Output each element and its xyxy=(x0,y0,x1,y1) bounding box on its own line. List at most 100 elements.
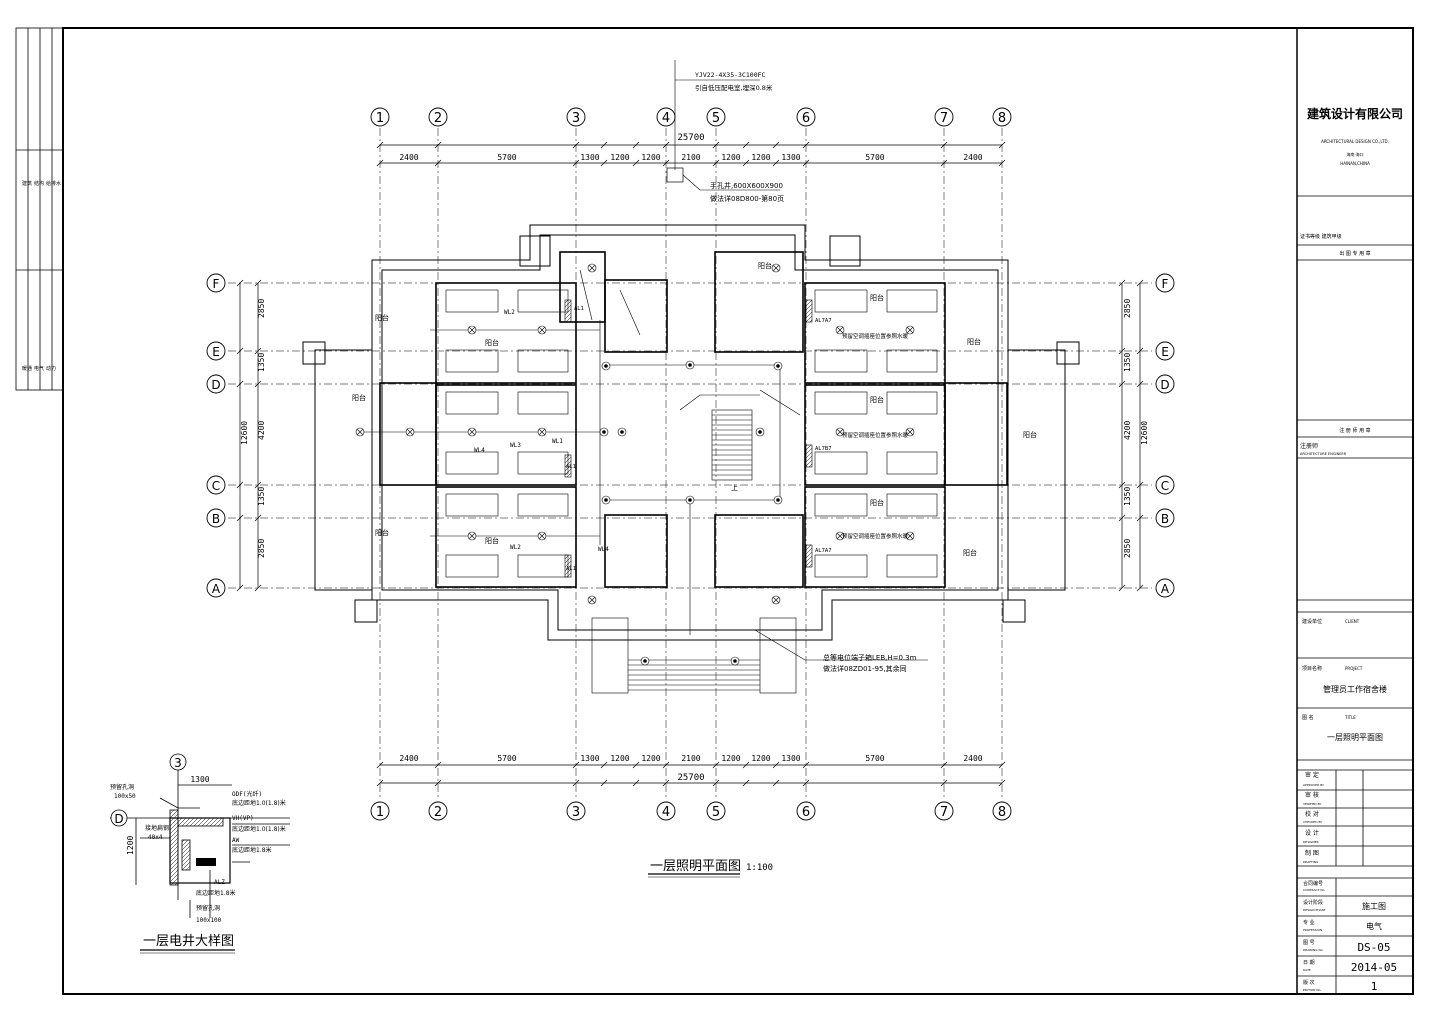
ceiling-light xyxy=(835,325,845,335)
axis-bubble-7-bottom: 7 xyxy=(934,801,954,821)
axis-lines xyxy=(228,128,1152,800)
detail-right-2: VH(VP) xyxy=(232,815,254,822)
project-en: PROJECT xyxy=(1345,666,1363,671)
ceiling-light xyxy=(905,531,915,541)
approved-en: APPROVED BY xyxy=(1303,783,1324,787)
wiring xyxy=(360,60,801,635)
dim-right-3: 4200 xyxy=(1123,421,1132,440)
axis-bubble-E-left: E xyxy=(206,341,226,361)
checked-label: 校 对 xyxy=(1305,810,1319,818)
circuit-label-2: WL1 xyxy=(552,438,563,445)
svg-text:F: F xyxy=(213,277,220,291)
hand-hole xyxy=(666,167,684,183)
drawing-title-block: 一层照明平面图 xyxy=(1327,733,1383,742)
axis-bubble-F-left: F xyxy=(206,273,226,293)
svg-text:C: C xyxy=(212,479,220,493)
stair xyxy=(591,394,797,694)
room-balcony-r5: 阳台 xyxy=(870,395,884,404)
strip-label-a2: 结构 xyxy=(34,180,44,187)
panels xyxy=(564,299,813,578)
dim-top-9: 1300 xyxy=(781,153,800,162)
strip-label-a3: 给排水 xyxy=(46,180,61,187)
stair-label: 上 xyxy=(731,483,738,492)
dim-top-6: 2100 xyxy=(681,153,700,162)
title-block xyxy=(1297,195,1413,994)
detail-left-2b: 40x4 xyxy=(148,834,163,841)
svg-text:B: B xyxy=(212,512,220,526)
panel-label-6: AL1 xyxy=(566,566,576,572)
title-label: 图 名 xyxy=(1302,714,1314,721)
strip-label-b2: 电气 xyxy=(34,365,44,372)
junction-box xyxy=(599,427,609,437)
svg-text:7: 7 xyxy=(940,805,948,820)
cert-label: 证书等级 建筑甲级 xyxy=(1300,233,1342,240)
drawing-no-en: DRAWING No. xyxy=(1303,948,1324,952)
svg-text:3: 3 xyxy=(572,111,580,126)
svg-text:F: F xyxy=(1162,277,1169,291)
dim-top-11: 2400 xyxy=(963,153,982,162)
designed-label: 设 计 xyxy=(1305,829,1319,837)
dim-left-total: 12600 xyxy=(240,421,249,445)
contract-label: 合同编号 xyxy=(1303,880,1323,887)
junction-box xyxy=(617,427,627,437)
dim-right-2: 1350 xyxy=(1123,353,1132,372)
axis-bubble-A-right: A xyxy=(1155,578,1175,598)
verified-en: VERIFIED BY xyxy=(1303,802,1322,806)
panel-label-3: AL7B7 xyxy=(815,446,832,452)
room-note-3: 预留空调插座位置参照水暖 xyxy=(842,532,909,540)
svg-text:5: 5 xyxy=(712,805,720,820)
plan-text: YJV22-4X35-3C100FC 引自低压配电室,埋深0.8米 手孔井,60… xyxy=(240,71,1149,878)
ceiling-light xyxy=(905,427,915,437)
verified-label: 审 核 xyxy=(1305,791,1319,799)
stamp-label: 出 图 专 用 章 xyxy=(1339,250,1370,257)
ceiling-light xyxy=(771,263,781,273)
ceiling-light xyxy=(835,531,845,541)
version-label: 版 次 xyxy=(1303,979,1315,986)
drawing-no-label: 图 号 xyxy=(1303,940,1315,946)
ceiling-light xyxy=(537,325,547,335)
junction-box xyxy=(773,361,783,371)
shaft-note-1: 手孔井,600X600X900 xyxy=(710,181,783,190)
dimension-lines xyxy=(239,144,1141,784)
ceiling-light xyxy=(835,427,845,437)
axis-bubble-C-right: C xyxy=(1155,475,1175,495)
axis-bubble-8-bottom: 8 xyxy=(992,801,1012,821)
detail-right-2b: 底边距地1.0(1.8)米 xyxy=(232,825,286,833)
dim-bottom-6: 2100 xyxy=(681,754,700,763)
furniture xyxy=(445,289,938,578)
room-balcony-ne: 阳台 xyxy=(967,337,981,346)
company-name-en: ARCHITECTURAL DESIGN CO.,LTD. xyxy=(1321,139,1389,144)
junction-box xyxy=(685,495,695,505)
axis-bubble-2-bottom: 2 xyxy=(428,801,448,821)
title-block-text: 建筑设计有限公司 ARCHITECTURAL DESIGN CO.,LTD. 海… xyxy=(1300,106,1403,993)
axis-bubble-3-bottom: 3 xyxy=(566,801,586,821)
svg-text:8: 8 xyxy=(998,805,1006,820)
plan-scale: 1:100 xyxy=(746,863,773,873)
dim-bottom-1: 2400 xyxy=(399,754,418,763)
axis-bubble-7-top: 7 xyxy=(934,107,954,127)
detail-dim-height: 1200 xyxy=(126,836,135,855)
reg-engineer-en: ARCHITECTURE ENGINEER xyxy=(1300,452,1347,456)
sheet-border xyxy=(62,27,1414,995)
cable-note-1: YJV22-4X35-3C100FC xyxy=(695,71,766,79)
junction-box xyxy=(601,361,611,371)
svg-text:4: 4 xyxy=(662,111,670,126)
axis-bubble-B-right: B xyxy=(1155,508,1175,528)
city-en: HAINAN,CHINA xyxy=(1340,161,1370,166)
detail-right-3: AW xyxy=(232,837,240,844)
circuit-label-4: WL3 xyxy=(510,442,521,449)
axis-bubble-6-bottom: 6 xyxy=(796,801,816,821)
dim-left-1: 2850 xyxy=(257,299,266,318)
svg-text:6: 6 xyxy=(802,805,810,820)
left-strip-labels: 建筑 结构 给排水 暖通 电气 动力 xyxy=(22,180,61,372)
dim-top-4: 1200 xyxy=(610,153,629,162)
dim-top-7: 1200 xyxy=(721,153,740,162)
circuit-label-3: WL4 xyxy=(474,447,485,454)
room-balcony-r3: 阳台 xyxy=(485,536,499,545)
detail-right-1: ODF(光纤) xyxy=(232,790,262,798)
dim-left-4: 1350 xyxy=(257,487,266,506)
axis-bubble-C-left: C xyxy=(206,475,226,495)
junction-box xyxy=(755,427,765,437)
axis-bubble-2-top: 2 xyxy=(428,107,448,127)
